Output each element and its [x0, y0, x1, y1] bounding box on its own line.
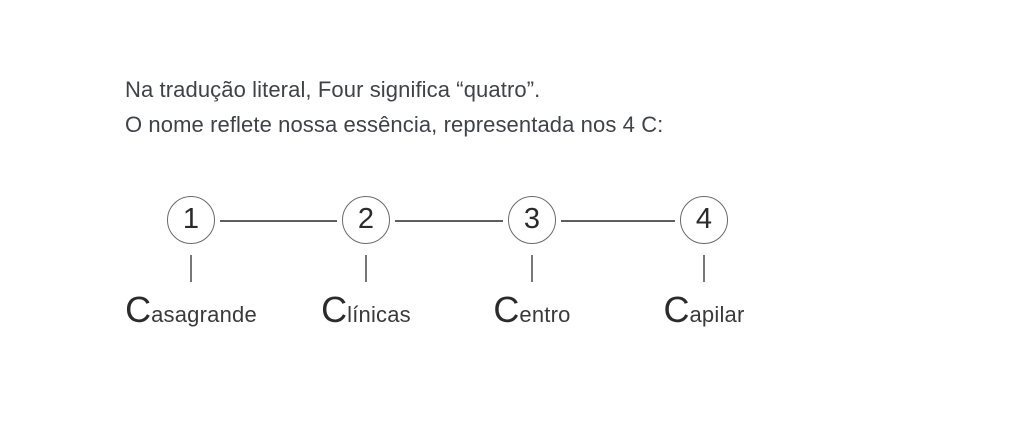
diagram-node-2: 2 C línicas [296, 196, 436, 328]
diagram-node-1: 1 C asagrande [121, 196, 261, 328]
intro-line-2: O nome reflete nossa essência, represent… [125, 112, 664, 137]
diagram-node-4: 4 C apilar [634, 196, 774, 328]
node-label-3: C entro [493, 292, 570, 328]
label-rest-1: asagrande [151, 302, 257, 327]
node-label-2: C línicas [321, 292, 411, 328]
step-number-4: 4 [695, 202, 713, 235]
connector-line-1-2 [220, 220, 337, 222]
label-rest-3: entro [519, 302, 571, 327]
label-initial-4: C [663, 289, 690, 330]
step-number-2: 2 [357, 202, 375, 235]
vertical-tick-2 [365, 255, 367, 282]
label-initial-3: C [493, 289, 520, 330]
vertical-tick-3 [531, 255, 533, 282]
step-circle-3: 3 [508, 196, 556, 244]
step-number-1: 1 [182, 202, 200, 235]
intro-line-1: Na tradução literal, Four significa “qua… [125, 77, 541, 102]
step-circle-4: 4 [680, 196, 728, 244]
connector-line-3-4 [561, 220, 675, 222]
label-rest-2: línicas [347, 302, 411, 327]
node-label-4: C apilar [663, 292, 744, 328]
intro-text: Na tradução literal, Four significa “qua… [125, 72, 663, 142]
vertical-tick-4 [703, 255, 705, 282]
vertical-tick-1 [190, 255, 192, 282]
label-rest-4: apilar [689, 302, 745, 327]
diagram-node-3: 3 C entro [462, 196, 602, 328]
label-initial-2: C [321, 289, 348, 330]
connector-line-2-3 [395, 220, 503, 222]
step-circle-1: 1 [167, 196, 215, 244]
step-number-3: 3 [523, 202, 541, 235]
label-initial-1: C [125, 289, 152, 330]
node-label-1: C asagrande [125, 292, 257, 328]
step-circle-2: 2 [342, 196, 390, 244]
